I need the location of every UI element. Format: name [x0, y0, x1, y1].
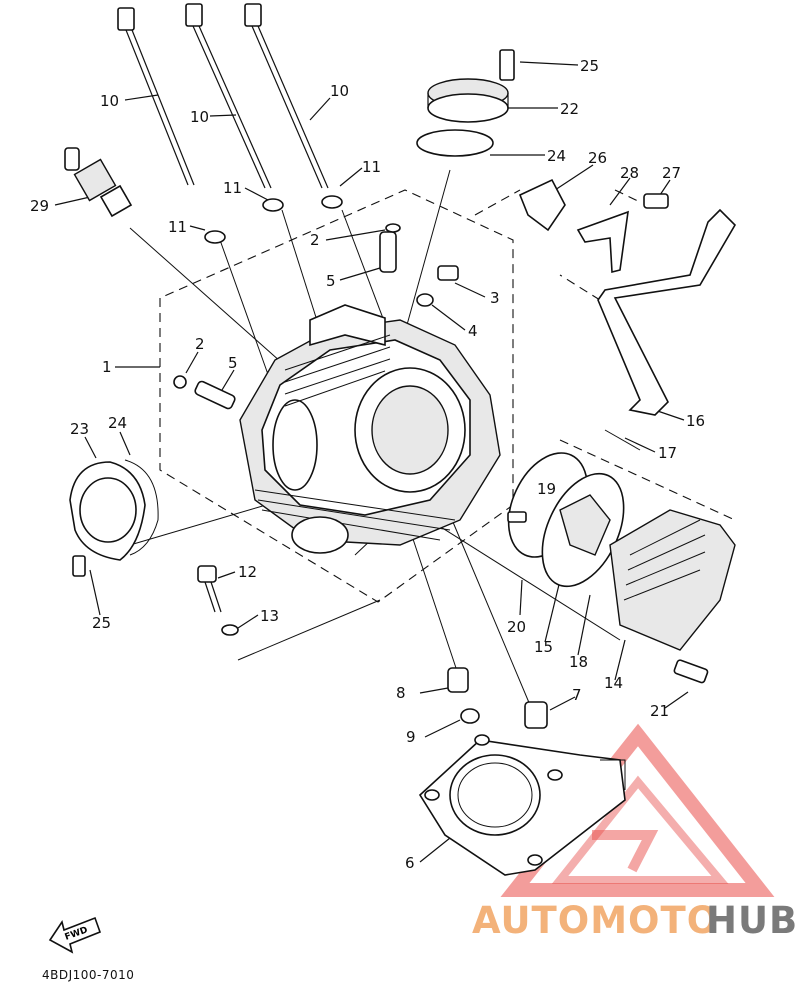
callout-25-top: 25	[580, 57, 599, 75]
callout-8: 8	[396, 684, 406, 702]
callout-21: 21	[650, 702, 669, 720]
callout-4: 4	[468, 322, 478, 340]
callout-24-left: 24	[108, 414, 127, 432]
callout-5-top: 5	[326, 272, 336, 290]
callout-11-left: 11	[168, 218, 187, 236]
callout-26: 26	[588, 149, 607, 167]
callout-labels: 25 22 24 10 10 10 11 11 11 29 26 28 27 2…	[30, 57, 705, 872]
callout-29: 29	[30, 197, 49, 215]
watermark-text-part1: AUTOMOTO	[472, 899, 719, 942]
part-stud-bolt-2	[185, 3, 272, 189]
part-washers	[204, 195, 343, 244]
watermark-text: AUTOMOTO HUB	[472, 899, 798, 942]
callout-3: 3	[490, 289, 500, 307]
part-o-ring-top	[416, 129, 494, 157]
callout-27: 27	[662, 164, 681, 182]
part-bolt-12	[197, 565, 239, 636]
part-valve-cap	[427, 49, 515, 123]
callout-5-left: 5	[228, 354, 238, 372]
callout-16: 16	[686, 412, 705, 430]
part-dowels-7-8-9	[447, 667, 548, 729]
callout-9: 9	[406, 728, 416, 746]
callout-7: 7	[572, 686, 582, 704]
callout-14: 14	[604, 674, 623, 692]
watermark-text-part2: HUB	[706, 899, 798, 942]
part-head-gasket	[418, 734, 626, 876]
callout-20: 20	[507, 618, 526, 636]
callout-28: 28	[620, 164, 639, 182]
callout-23: 23	[70, 420, 89, 438]
part-cylinder-head	[239, 304, 501, 554]
part-bolts-3-4	[416, 265, 459, 307]
part-side-cover	[69, 459, 159, 577]
part-bracket	[518, 178, 669, 274]
callout-13: 13	[260, 607, 279, 625]
part-tappet-cover	[609, 509, 736, 684]
callout-25-bottom: 25	[92, 614, 111, 632]
callout-12: 12	[238, 563, 257, 581]
callout-2-top: 2	[310, 231, 320, 249]
callout-15: 15	[534, 638, 553, 656]
drawing-code: 4BDJ100-7010	[42, 968, 134, 982]
callout-24-top: 24	[547, 147, 566, 165]
part-stud-bolt-1	[117, 7, 195, 186]
callout-17: 17	[658, 444, 677, 462]
part-spark-plug	[64, 147, 133, 218]
part-gasket-20-15	[507, 452, 625, 588]
callout-19: 19	[537, 480, 556, 498]
callout-11-mid: 11	[223, 179, 242, 197]
callout-10-left: 10	[100, 92, 119, 110]
callout-22: 22	[560, 100, 579, 118]
part-breather-hose	[597, 208, 737, 416]
callout-18: 18	[569, 653, 588, 671]
part-stud-bolt-3	[244, 3, 329, 189]
callout-10-mid: 10	[190, 108, 209, 126]
callout-2-left: 2	[195, 335, 205, 353]
callout-11-right: 11	[362, 158, 381, 176]
part-valve-guides	[173, 223, 401, 410]
leader-lines	[54, 61, 689, 863]
callout-1: 1	[102, 358, 112, 376]
callout-6: 6	[405, 854, 415, 872]
fwd-arrow: FWD	[48, 916, 102, 954]
callout-10-right: 10	[330, 82, 349, 100]
